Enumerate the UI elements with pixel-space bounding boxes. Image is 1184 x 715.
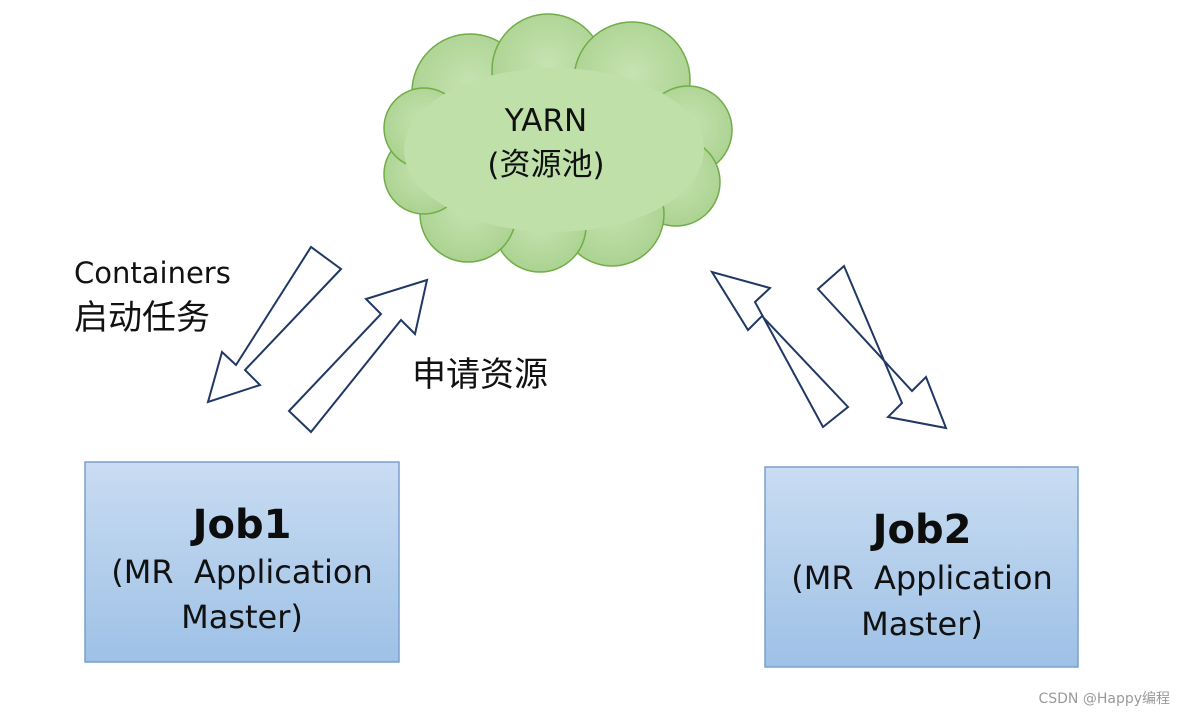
csdn-watermark: CSDN @Happy编程 [1038,691,1170,707]
job1-subtitle-line1: (MR Application [111,553,372,591]
arrow-job1-request-to-yarn [287,278,429,434]
cloud-subtitle: (资源池) [487,147,604,183]
arrow-containers-to-job1 [206,245,343,404]
job2-subtitle-line1: (MR Application [791,559,1052,597]
start-task-label: 启动任务 [74,298,210,338]
containers-label: Containers [74,256,231,290]
request-resource-label: 申请资源 [412,355,548,395]
job1-box: Job1 (MR Application Master) [84,461,400,663]
job2-title: Job2 [870,507,972,553]
cloud-core [404,68,704,232]
job1-title: Job1 [190,502,292,548]
yarn-cloud: YARN (资源池) [383,13,733,273]
job2-subtitle-line2: Master) [861,605,983,643]
job1-subtitle-line2: Master) [181,598,303,636]
cloud-title: YARN [504,103,587,139]
job2-box: Job2 (MR Application Master) [764,466,1079,668]
arrow-yarn-to-job2 [816,264,948,430]
arrow-job2-request-to-yarn [709,270,850,429]
